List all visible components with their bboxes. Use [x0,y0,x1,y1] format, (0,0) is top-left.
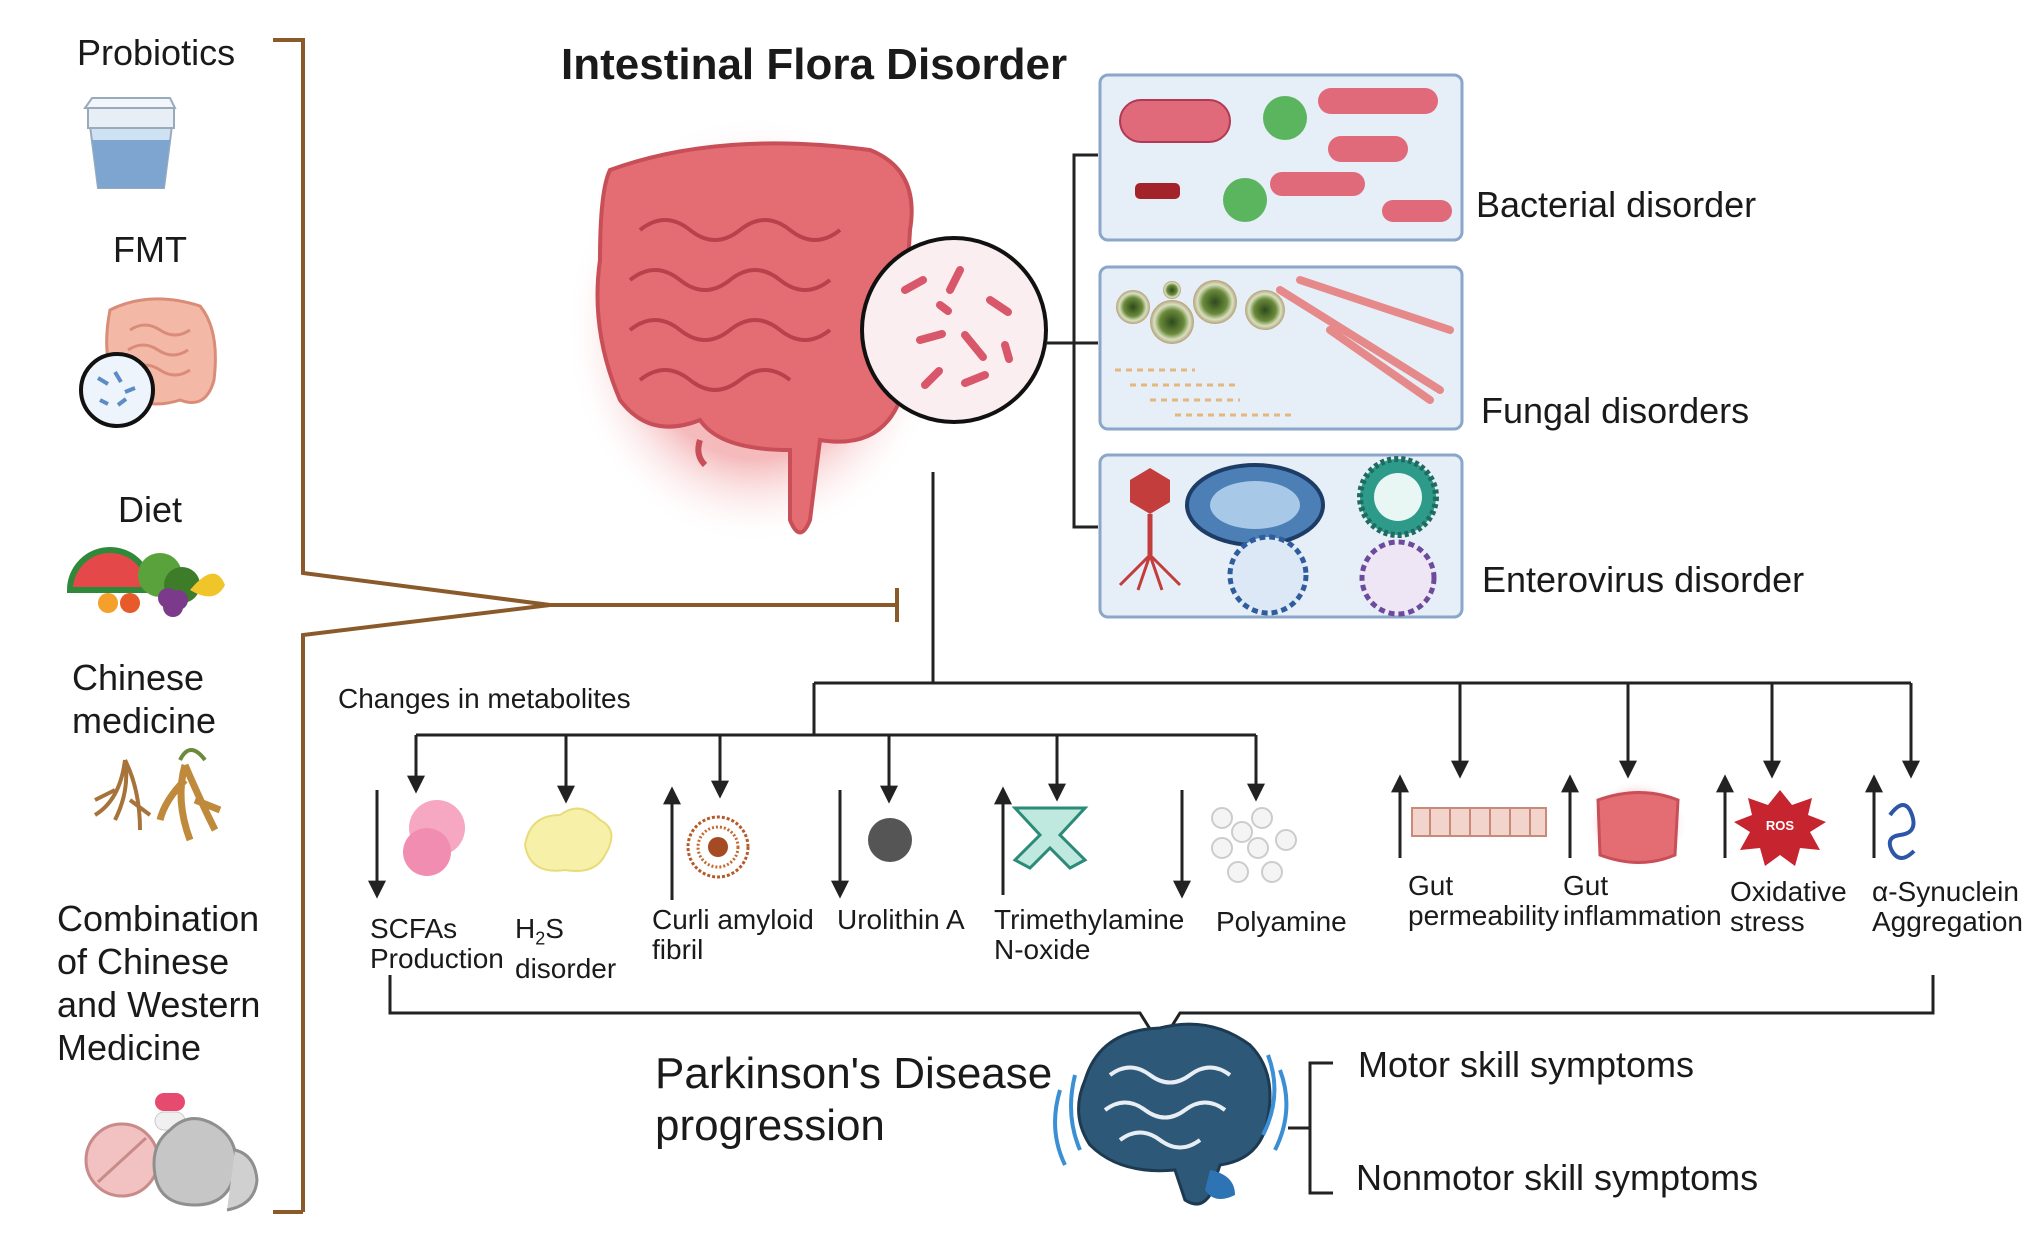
label-gut-permeability: Gut permeability [1408,870,1559,931]
h2s-prefix: H [515,913,536,944]
main-title: Intestinal Flora Disorder [561,40,1068,89]
gut-permeability-icon [1411,807,1547,837]
microbe-magnifier-icon [860,236,1048,424]
label-enterovirus-disorder: Enterovirus disorder [1482,559,1805,600]
polyamine-icon [1211,807,1297,883]
curli-fibril-icon [686,815,750,879]
brain-icon [1053,1022,1289,1206]
label-fmt: FMT [113,229,187,270]
label-h2s: H2S disorder [515,914,625,984]
synuclein-icon [1887,803,1916,860]
ros-burst-icon: ROS [1734,790,1826,866]
bacterial-panel [1098,73,1464,242]
gut-inflammation-icon [1587,780,1687,870]
intestine-illustration [565,115,945,545]
label-nonmotor-symptoms: Nonmotor skill symptoms [1356,1157,1759,1198]
label-motor-symptoms: Motor skill symptoms [1358,1044,1695,1085]
h2s-icon [523,807,613,872]
disorder-bracket [1046,153,1098,529]
h2s-suffix: S disorder [515,913,617,984]
scfa-icon [403,800,465,876]
ginseng-root-icon [93,748,222,842]
ros-label: ROS [1766,818,1795,833]
label-urolithin: Urolithin A [837,904,965,935]
fmt-gut-icon [79,297,217,428]
tmao-icon [1011,806,1089,870]
label-probiotics: Probiotics [77,32,236,73]
label-fungal-disorders: Fungal disorders [1481,390,1750,431]
yogurt-cup-icon [83,97,177,189]
label-tmao: Trimethylamine N-oxide [994,904,1185,965]
metabolites-header: Changes in metabolites [338,683,631,714]
fungal-panel [1098,265,1464,431]
label-synuclein: α-Synuclein Aggregation [1872,876,2024,937]
medicine-pills-icon [84,1093,259,1212]
label-bacterial-disorder: Bacterial disorder [1476,184,1757,225]
label-curli: Curli amyloid fibril [652,904,814,965]
label-chinese-medicine: Chinese medicine [72,657,217,741]
label-oxidative-stress: Oxidative stress [1730,876,1847,937]
label-diet: Diet [118,489,183,530]
label-combination: Combination of Chinese and Western Medic… [57,898,261,1068]
label-pd-progression: Parkinson's Disease progression [655,1049,1053,1150]
label-scfa: SCFAs Production [370,913,504,974]
diet-food-icon [66,547,225,617]
virus-panel [1098,453,1464,619]
label-gut-inflammation: Gut inflammation [1563,870,1722,931]
intervention-bracket [273,38,899,1214]
urolithin-icon [868,818,912,862]
h2s-subscript: 2 [535,928,546,949]
label-polyamine: Polyamine [1216,906,1347,937]
